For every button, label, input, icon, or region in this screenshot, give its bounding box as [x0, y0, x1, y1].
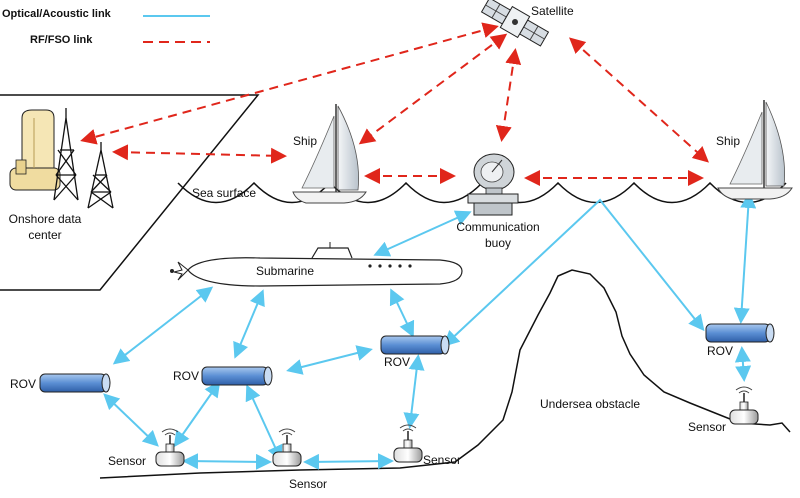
- rov-2-label: ROV: [173, 369, 200, 383]
- obstacle-label: Undersea obstacle: [540, 397, 641, 411]
- rf-links: [80, 22, 709, 186]
- optical-link-submarine-rov1: [112, 286, 214, 365]
- optical-link-rov2-sensor2: [245, 384, 283, 462]
- rf-link-satellite-ship-left: [358, 33, 508, 145]
- rov-cylinder-icon: [201, 366, 273, 386]
- optical-link-submarine-rov3: [389, 288, 415, 338]
- rov-3-label: ROV: [384, 355, 411, 369]
- rf-link-satellite-onshore: [80, 22, 499, 145]
- sensor-node-icon: [155, 428, 185, 467]
- sensor-4-label: Sensor: [688, 420, 727, 434]
- sensor-3-label: Sensor: [423, 453, 462, 467]
- datacenter-icon: [9, 109, 61, 191]
- sensor-node-icon: [393, 424, 423, 463]
- rov-4-label: ROV: [707, 344, 734, 358]
- optical-link-rov2-rov3: [286, 345, 373, 375]
- rf-link-satellite-ship-right: [569, 37, 709, 163]
- optical-links: [103, 192, 757, 470]
- rov-cylinder-icon: [380, 335, 450, 355]
- rov-cylinder-icon: [39, 373, 111, 393]
- legend: [143, 15, 210, 43]
- optical-link-submarine-rov2: [233, 289, 265, 359]
- optical-link-rov3-surface-rov4: [443, 198, 705, 347]
- rf-link-onshore-ship-left: [112, 144, 287, 164]
- onshore-label-line1: Onshore data: [8, 212, 82, 226]
- sensor-node-icon: [729, 386, 759, 425]
- satellite-label: Satellite: [531, 4, 574, 18]
- legend-optical-label: Optical/Acoustic link: [2, 8, 111, 20]
- radio-tower-icon: [87, 142, 114, 209]
- submarine-label: Submarine: [256, 264, 315, 278]
- sensor-1-label: Sensor: [108, 454, 147, 468]
- ship-right-label: Ship: [716, 134, 741, 148]
- optical-link-rov1-sensor1: [103, 393, 159, 447]
- rf-link-satellite-buoy: [495, 48, 522, 142]
- optical-link-sensor2-sensor3: [303, 453, 394, 470]
- optical-link-rov2-sensor1: [173, 380, 221, 448]
- sea-surface-label: Sea surface: [192, 186, 257, 200]
- rov-1-label: ROV: [10, 377, 37, 391]
- optical-link-rov3-sensor3: [403, 354, 425, 429]
- optical-link-sensor1-sensor2: [182, 453, 272, 470]
- sensor-node-icon: [272, 428, 302, 467]
- optical-link-buoy-submarine: [373, 210, 472, 257]
- dish-buoy-icon: [467, 153, 519, 216]
- ship-left-label: Ship: [293, 134, 318, 148]
- optical-link-rov4-sensor4: [734, 346, 752, 382]
- sailboat-icon: [292, 104, 367, 204]
- sensor-2-label: Sensor: [289, 477, 328, 491]
- satellite-icon: [480, 0, 550, 47]
- undersea-obstacle: [99, 269, 791, 479]
- optical-links-oneway: [443, 198, 705, 347]
- legend-rf-label: RF/FSO link: [30, 34, 93, 46]
- buoy-label-line1: Communication: [456, 220, 540, 234]
- radio-tower-icon: [53, 108, 79, 201]
- sailboat-icon: [717, 100, 793, 200]
- optical-link-rov4-ship-right: [733, 192, 757, 324]
- buoy-label-line2: buoy: [484, 236, 512, 250]
- submarine-icon: [170, 242, 463, 287]
- rov-cylinder-icon: [705, 323, 775, 343]
- onshore-label-line2: center: [28, 228, 62, 242]
